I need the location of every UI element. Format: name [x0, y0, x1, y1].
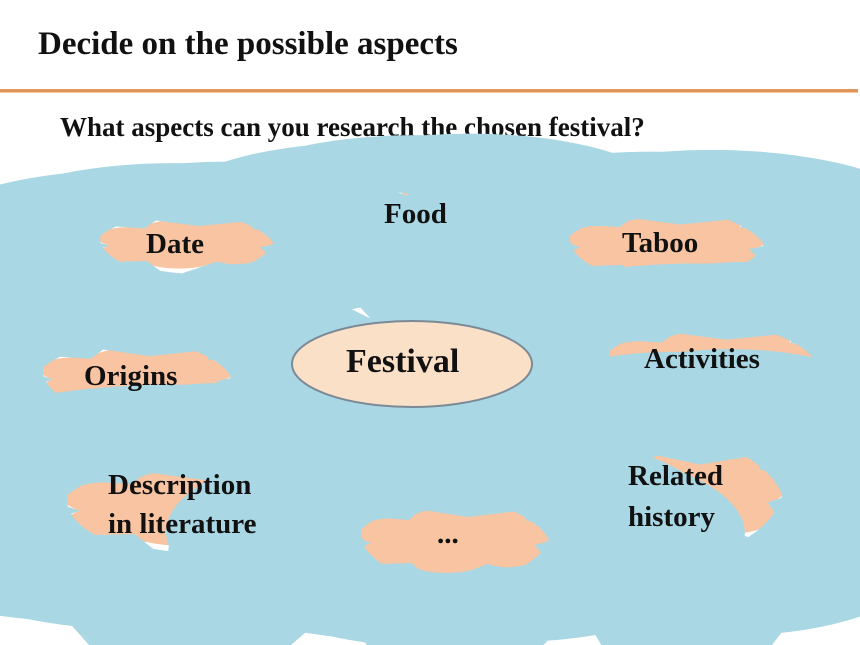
- aspect-more-label: ...: [437, 518, 459, 550]
- aspect-taboo-label: Taboo: [622, 227, 699, 259]
- hub-label: Festival: [346, 343, 460, 380]
- slide-title: Decide on the possible aspects: [38, 26, 458, 62]
- title-divider: [0, 89, 858, 92]
- aspect-date-label: Date: [146, 228, 204, 260]
- aspect-activities-label: Activities: [644, 343, 760, 375]
- aspect-food-label: Food: [384, 198, 447, 230]
- aspect-description-label-2: in literature: [108, 508, 257, 540]
- slide-question: What aspects can you research the chosen…: [60, 112, 645, 142]
- title-divider-shadow: [0, 92, 858, 93]
- aspect-related-label-1: Related: [628, 460, 724, 492]
- aspect-description-label-1: Description: [108, 469, 252, 501]
- aspect-related-label-2: history: [628, 501, 715, 533]
- hub-ellipse: [291, 320, 533, 408]
- aspect-origins-label: Origins: [84, 360, 178, 392]
